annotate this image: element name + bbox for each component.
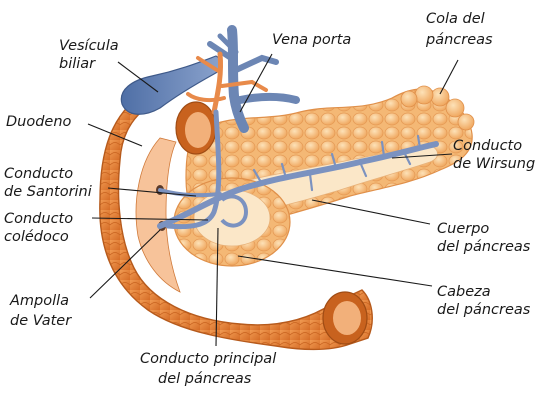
label-cabeza-pancreas: Cabeza del páncreas (437, 284, 531, 318)
label-conducto-coledoco: Conducto colédoco (4, 211, 78, 245)
label-duodeno: Duodeno (6, 114, 72, 130)
label-vena-porta: Vena porta (272, 32, 351, 48)
leader-cola (440, 60, 458, 94)
label-cola-pancreas: Cola del páncreas (425, 11, 493, 48)
leader-cabeza (238, 256, 432, 286)
label-conducto-santorini: Conducto de Santorini (4, 166, 92, 200)
label-conducto-principal: Conducto principal del páncreas (140, 351, 281, 387)
label-ampolla-vater: Ampolla de Vater (9, 293, 74, 329)
label-cuerpo-pancreas: Cuerpo del páncreas (437, 221, 531, 255)
label-vesicula-biliar: Vesícula biliar (59, 38, 123, 72)
leader-cuerpo (312, 200, 430, 224)
